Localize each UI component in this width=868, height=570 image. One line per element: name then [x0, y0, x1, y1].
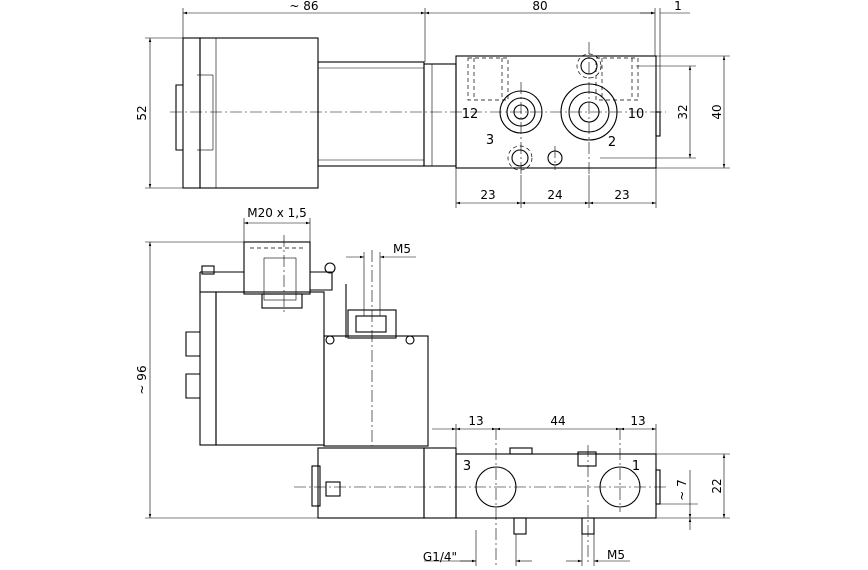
dim-front-offset: ~ 7 [675, 479, 689, 501]
port-label-1: 1 [632, 459, 640, 474]
coil-cap-front [199, 291, 217, 446]
front-connector [317, 447, 425, 519]
dim-front-pitch-c: 13 [630, 414, 645, 428]
port-label-10: 10 [628, 107, 645, 122]
dim-thread-coil: M20 x 1,5 [247, 206, 306, 220]
dim-top-height-outer: 40 [710, 104, 724, 119]
dim-thread-g: G1/4" [423, 550, 457, 564]
solenoid-housing [323, 335, 429, 447]
port-label-2: 2 [608, 135, 616, 150]
top-bracket [199, 271, 333, 293]
port-label-3-front: 3 [463, 459, 471, 474]
valve-body-front [455, 453, 657, 519]
dim-top-left: ~ 86 [289, 0, 318, 13]
coil-nut [243, 241, 311, 295]
dim-top-offset: 1 [674, 0, 682, 13]
coil-body-front [215, 291, 325, 446]
coil-connector [317, 61, 425, 167]
dim-top-height-inner: 32 [676, 104, 690, 119]
dim-bottom-pitch-a: 23 [480, 188, 495, 202]
dim-top-height-left: 52 [135, 105, 149, 120]
dim-front-height: 22 [710, 478, 724, 493]
dim-height-total: ~ 96 [135, 365, 149, 394]
dim-thread-m5-top: M5 [393, 242, 411, 256]
armature-tube [423, 63, 457, 167]
top-view: 12 10 3 2 ~ 86 80 1 52 32 40 [135, 0, 730, 208]
dim-front-pitch-a: 13 [468, 414, 483, 428]
port-label-12: 12 [462, 107, 479, 122]
coil-cap-nub [175, 84, 183, 151]
front-view: 3 1 M20 x 1,5 M5 ~ 96 13 44 13 [135, 206, 730, 566]
dim-thread-m5-bottom: M5 [607, 548, 625, 562]
dim-front-pitch-b: 44 [550, 414, 565, 428]
coil-cap [182, 37, 201, 189]
dim-bottom-pitch-b: 24 [547, 188, 562, 202]
dim-top-right: 80 [532, 0, 547, 13]
coil-body [199, 37, 319, 189]
dim-bottom-pitch-c: 23 [614, 188, 629, 202]
port-label-3-top: 3 [486, 133, 494, 148]
